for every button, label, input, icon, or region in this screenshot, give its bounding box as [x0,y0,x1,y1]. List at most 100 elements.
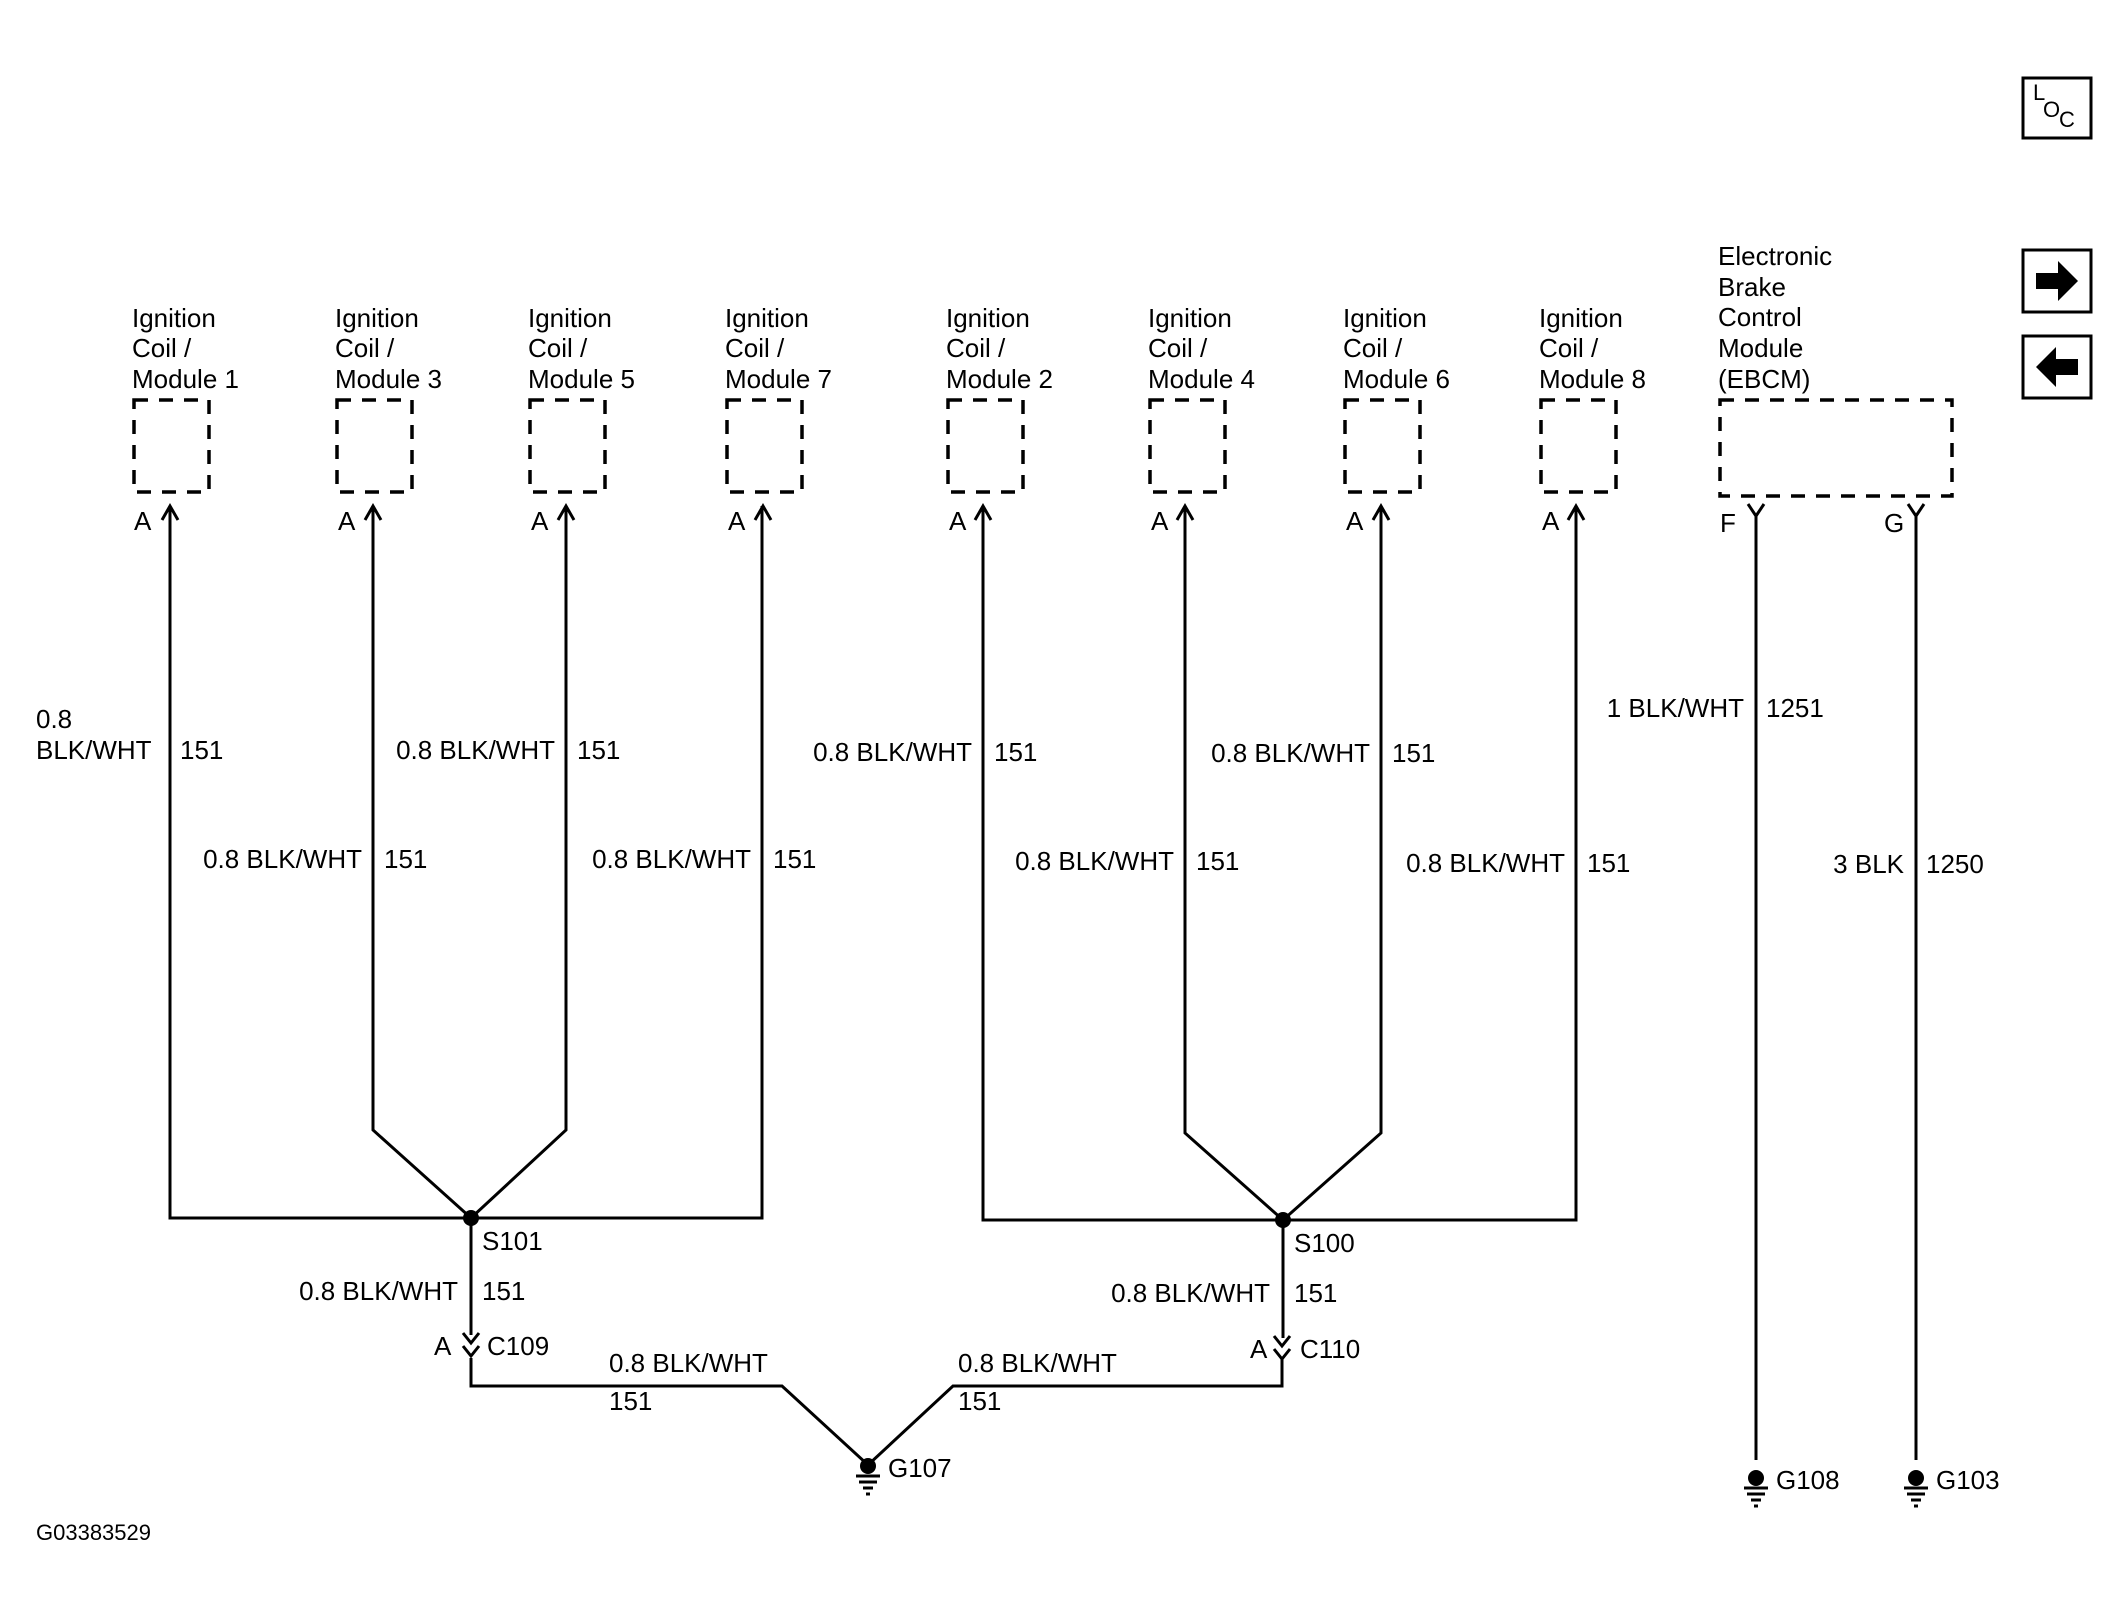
wire-c109-g107-circuit: 151 [609,1386,652,1416]
module-7-pin: A [728,506,746,536]
wire-m2-label: 0.8 BLK/WHT [813,737,972,767]
module-ignition-coil-6: Ignition Coil / Module 6 A [1343,303,1450,536]
module-7-line3: Module 7 [725,364,832,394]
wire-m7-label: 0.8 BLK/WHT [592,844,751,874]
module-1-line2: Coil / [132,333,192,363]
connectors: A C109 A C110 [434,1331,1360,1364]
wire-m5-label: 0.8 BLK/WHT [396,735,555,765]
module-ignition-coil-8: Ignition Coil / Module 8 A [1539,303,1646,536]
wire-m1-color: BLK/WHT [36,735,152,765]
splice-s101-dot [463,1210,479,1226]
module-3-box [335,398,414,494]
ebcm-box [1718,398,1954,498]
ebcm-pin-f: F [1720,508,1736,538]
module-5-line2: Coil / [528,333,588,363]
module-6-line1: Ignition [1343,303,1427,333]
wire-ebcm-g-label: 3 BLK [1833,849,1904,879]
wire-m2-circuit: 151 [994,737,1037,767]
wire-m4-label: 0.8 BLK/WHT [1015,846,1174,876]
module-ignition-coil-5: Ignition Coil / Module 5 A [528,303,635,536]
wire-ebcm-g-circuit: 1250 [1926,849,1984,879]
module-1-box [132,398,211,494]
module-5-box [528,398,607,494]
module-ignition-coil-2: Ignition Coil / Module 2 A [946,303,1053,536]
connector-c110-pin: A [1250,1334,1268,1364]
ground-g103-label: G103 [1936,1465,2000,1495]
module-2-line2: Coil / [946,333,1006,363]
module-4-line2: Coil / [1148,333,1208,363]
wire-m3-label: 0.8 BLK/WHT [203,844,362,874]
ground-g107-label: G107 [888,1453,952,1483]
ebcm-line1: Electronic [1718,241,1832,271]
ebcm-pin-g: G [1884,508,1904,538]
wires [168,506,1918,1468]
module-2-line3: Module 2 [946,364,1053,394]
wire-c109-g107-label: 0.8 BLK/WHT [609,1348,768,1378]
module-8-line1: Ignition [1539,303,1623,333]
module-3-line1: Ignition [335,303,419,333]
previous-page-button[interactable] [2021,334,2093,400]
wire-c110-g107-circuit: 151 [958,1386,1001,1416]
splice-s100-label: S100 [1294,1228,1355,1258]
wire-s100-down-circuit: 151 [1294,1278,1337,1308]
wire-m1-gauge: 0.8 [36,704,72,734]
wire-m3-circuit: 151 [384,844,427,874]
splice-s101-label: S101 [482,1226,543,1256]
wire-ebcm-f-circuit: 1251 [1766,693,1824,723]
connector-c109-label: C109 [487,1331,549,1361]
module-ignition-coil-4: Ignition Coil / Module 4 A [1148,303,1255,536]
wire-c109-g107-c110 [469,1358,1284,1468]
ground-g108-icon [1744,1470,1768,1508]
module-ignition-coil-1: Ignition Coil / Module 1 A [132,303,239,536]
wire-s100-down-label: 0.8 BLK/WHT [1111,1278,1270,1308]
ebcm-line4: Module [1718,333,1803,363]
module-6-line2: Coil / [1343,333,1403,363]
module-5-pin: A [531,506,549,536]
splice-s100-dot [1275,1212,1291,1228]
figure-id: G03383529 [36,1520,151,1545]
module-4-line3: Module 4 [1148,364,1255,394]
module-ignition-coil-3: Ignition Coil / Module 3 A [335,303,442,536]
module-8-line3: Module 8 [1539,364,1646,394]
locator-letter-c: C [2059,107,2075,132]
module-ebcm: Electronic Brake Control Module (EBCM) F… [1718,241,1954,538]
module-2-line1: Ignition [946,303,1030,333]
ground-g103-icon [1904,1470,1928,1508]
module-3-line3: Module 3 [335,364,442,394]
locator-button[interactable]: L O C [2021,76,2093,140]
ground-g107-icon [856,1458,880,1496]
wire-m4-circuit: 151 [1196,846,1239,876]
pin-fork-ebcm-g [1906,503,1926,519]
wire-m5-circuit: 151 [577,735,620,765]
module-6-pin: A [1346,506,1364,536]
arrow-right-icon [2036,261,2078,301]
wire-m8-label: 0.8 BLK/WHT [1406,848,1565,878]
module-4-line1: Ignition [1148,303,1232,333]
ebcm-line2: Brake [1718,272,1786,302]
wire-s101-down-label: 0.8 BLK/WHT [299,1276,458,1306]
ebcm-line5: (EBCM) [1718,364,1810,394]
arrow-left-icon [2036,347,2078,387]
module-7-box [725,398,804,494]
module-5-line1: Ignition [528,303,612,333]
module-1-pin: A [134,506,152,536]
module-3-line2: Coil / [335,333,395,363]
module-7-line1: Ignition [725,303,809,333]
module-8-pin: A [1542,506,1560,536]
module-6-box [1343,398,1422,494]
module-4-box [1148,398,1227,494]
pin-fork-ebcm-f [1746,503,1766,519]
locator-letter-o: O [2043,97,2060,122]
module-ignition-coil-7: Ignition Coil / Module 7 A [725,303,832,536]
module-2-pin: A [949,506,967,536]
grounds: G107 G108 G103 [856,1453,2000,1508]
wire-m8-circuit: 151 [1587,848,1630,878]
wire-m7-circuit: 151 [773,844,816,874]
wire-m6-circuit: 151 [1392,738,1435,768]
ebcm-line3: Control [1718,302,1802,332]
next-page-button[interactable] [2021,248,2093,314]
module-4-pin: A [1151,506,1169,536]
pin-arrows [160,502,1926,521]
module-6-line3: Module 6 [1343,364,1450,394]
